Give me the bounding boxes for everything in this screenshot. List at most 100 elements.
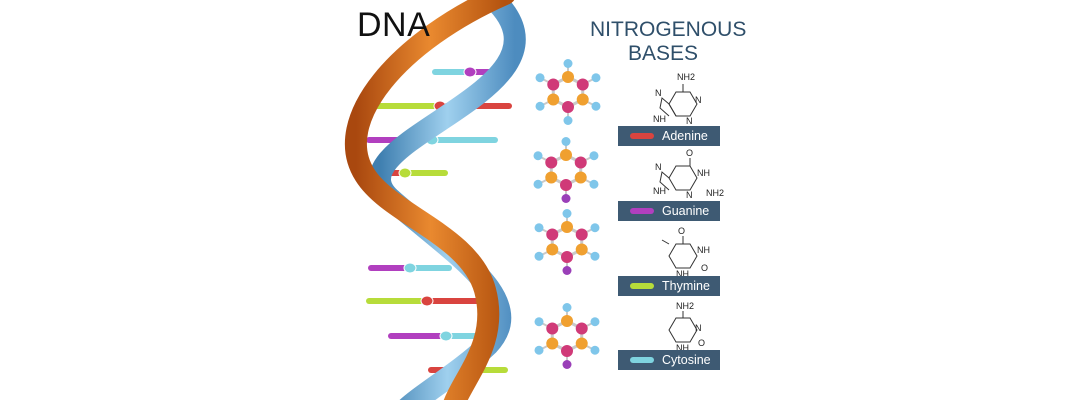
atom (561, 221, 573, 233)
guanine-molecule-model (533, 137, 599, 203)
atom (574, 156, 587, 169)
cytosine-name: Cytosine (662, 353, 711, 367)
atom (546, 228, 559, 241)
thymine-label: Thymine (618, 276, 720, 296)
guanine-n-label-1: N (686, 190, 693, 200)
atom (563, 59, 573, 68)
atom (590, 317, 600, 327)
atom (546, 322, 559, 335)
atom (590, 223, 600, 233)
atom (562, 71, 574, 83)
atom (535, 73, 545, 83)
atom (589, 179, 599, 189)
thymine-molecule-model (534, 209, 600, 275)
atom (535, 101, 545, 111)
cytosine-structure: NH2 N O NH (668, 301, 705, 353)
base-pair-rung (432, 69, 470, 75)
atom (562, 266, 572, 275)
thymine-structure: O NH O NH (661, 226, 710, 279)
atom (547, 93, 560, 106)
cytosine-nh-label: NH (676, 343, 689, 353)
atom (589, 151, 599, 161)
guanine-label: Guanine (618, 201, 720, 221)
atom (574, 171, 587, 184)
atom (534, 317, 544, 327)
guanine-color-swatch (630, 208, 654, 214)
thymine-o-label-2: O (701, 263, 708, 273)
atom (546, 243, 559, 256)
atom (590, 345, 600, 355)
thymine-nh-label-1: NH (697, 245, 710, 255)
atom (547, 78, 560, 91)
guanine-nh-label-1: NH (697, 168, 710, 178)
hydrogen-bond-knot (463, 66, 477, 78)
atom (534, 345, 544, 355)
base-pair-rung (368, 265, 410, 271)
hydrogen-bond-knot (439, 330, 453, 342)
adenine-structure: NH2 N N N NH (653, 72, 702, 126)
atom (575, 337, 588, 350)
base-pair-rung (410, 265, 452, 271)
adenine-molecule-model (535, 59, 601, 125)
base-pair-rung (388, 333, 446, 339)
cytosine-molecule-model (534, 303, 600, 369)
atom (562, 360, 572, 369)
hydrogen-bond-knot (403, 262, 417, 274)
base-pair-rung (432, 137, 498, 143)
base-pair-rung (405, 170, 448, 176)
guanine-o-label: O (686, 148, 693, 158)
base-pair-rung (366, 298, 427, 304)
atom (561, 251, 573, 263)
atom (560, 179, 572, 191)
thymine-o-label-1: O (678, 226, 685, 236)
atom (561, 137, 571, 146)
atom (591, 73, 601, 83)
guanine-structure: O NH NH2 N N NH (653, 148, 724, 200)
atom (562, 303, 572, 312)
adenine-n-label-3: N (655, 88, 662, 98)
thymine-name: Thymine (662, 279, 710, 293)
cytosine-n-label: N (695, 323, 702, 333)
atom (561, 345, 573, 357)
cytosine-color-swatch (630, 357, 654, 363)
nitrogenous-bases-title: NITROGENOUS BASES (590, 18, 746, 66)
atom (545, 156, 558, 169)
atom (534, 251, 544, 261)
hydrogen-bond-knot (420, 295, 434, 307)
atom (561, 315, 573, 327)
adenine-label: Adenine (618, 126, 720, 146)
bases-title-line1: NITROGENOUS (590, 18, 747, 41)
adenine-n-label-1: N (695, 95, 702, 105)
dna-title: DNA (357, 6, 431, 44)
adenine-nh2-label: NH2 (677, 72, 695, 82)
atom (576, 93, 589, 106)
thymine-nh-label-2: NH (676, 269, 689, 279)
atom (562, 101, 574, 113)
adenine-n-label-2: N (686, 116, 693, 126)
adenine-name: Adenine (662, 129, 708, 143)
atom (545, 171, 558, 184)
adenine-color-swatch (630, 133, 654, 139)
atom (576, 78, 589, 91)
base-pair-rung (368, 103, 440, 109)
atom (590, 251, 600, 261)
thymine-color-swatch (630, 283, 654, 289)
atom (563, 116, 573, 125)
atom (560, 149, 572, 161)
atom (561, 194, 571, 203)
adenine-nh-label: NH (653, 114, 666, 124)
cytosine-o-label: O (698, 338, 705, 348)
atom (546, 337, 559, 350)
atom (533, 179, 543, 189)
guanine-name: Guanine (662, 204, 710, 218)
atom (562, 209, 572, 218)
atom (575, 228, 588, 241)
atom (575, 322, 588, 335)
bases-title-line2: BASES (628, 42, 699, 65)
atom (591, 101, 601, 111)
atom (575, 243, 588, 256)
guanine-nh2-label: NH2 (706, 188, 724, 198)
